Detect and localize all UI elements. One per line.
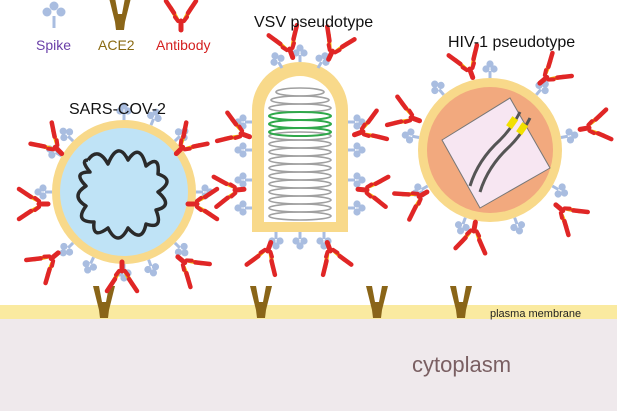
hiv-1-pseudotype-virion <box>398 58 582 239</box>
sars-cov-2-label: SARS-COV-2 <box>69 101 166 118</box>
cytoplasm-label: cytoplasm <box>412 352 511 377</box>
plasma-membrane-label: plasma membrane <box>490 308 581 320</box>
vsv-pseudotype-label: VSV pseudotype <box>254 14 373 31</box>
vsv-pseudotype-virion <box>232 42 368 252</box>
legend-ace2-icon <box>109 0 131 30</box>
legend-spike-label: Spike <box>36 37 71 53</box>
legend-spike-icon <box>42 1 66 28</box>
legend-antibody-label: Antibody <box>156 37 210 53</box>
legend-ace2-label: ACE2 <box>98 37 135 53</box>
hiv-1-pseudotype-label: HIV-1 pseudotype <box>448 34 575 51</box>
cytoplasm-region <box>0 319 617 411</box>
legend-antibody-icon <box>166 1 196 30</box>
sars-cov-2-virion <box>32 100 216 284</box>
